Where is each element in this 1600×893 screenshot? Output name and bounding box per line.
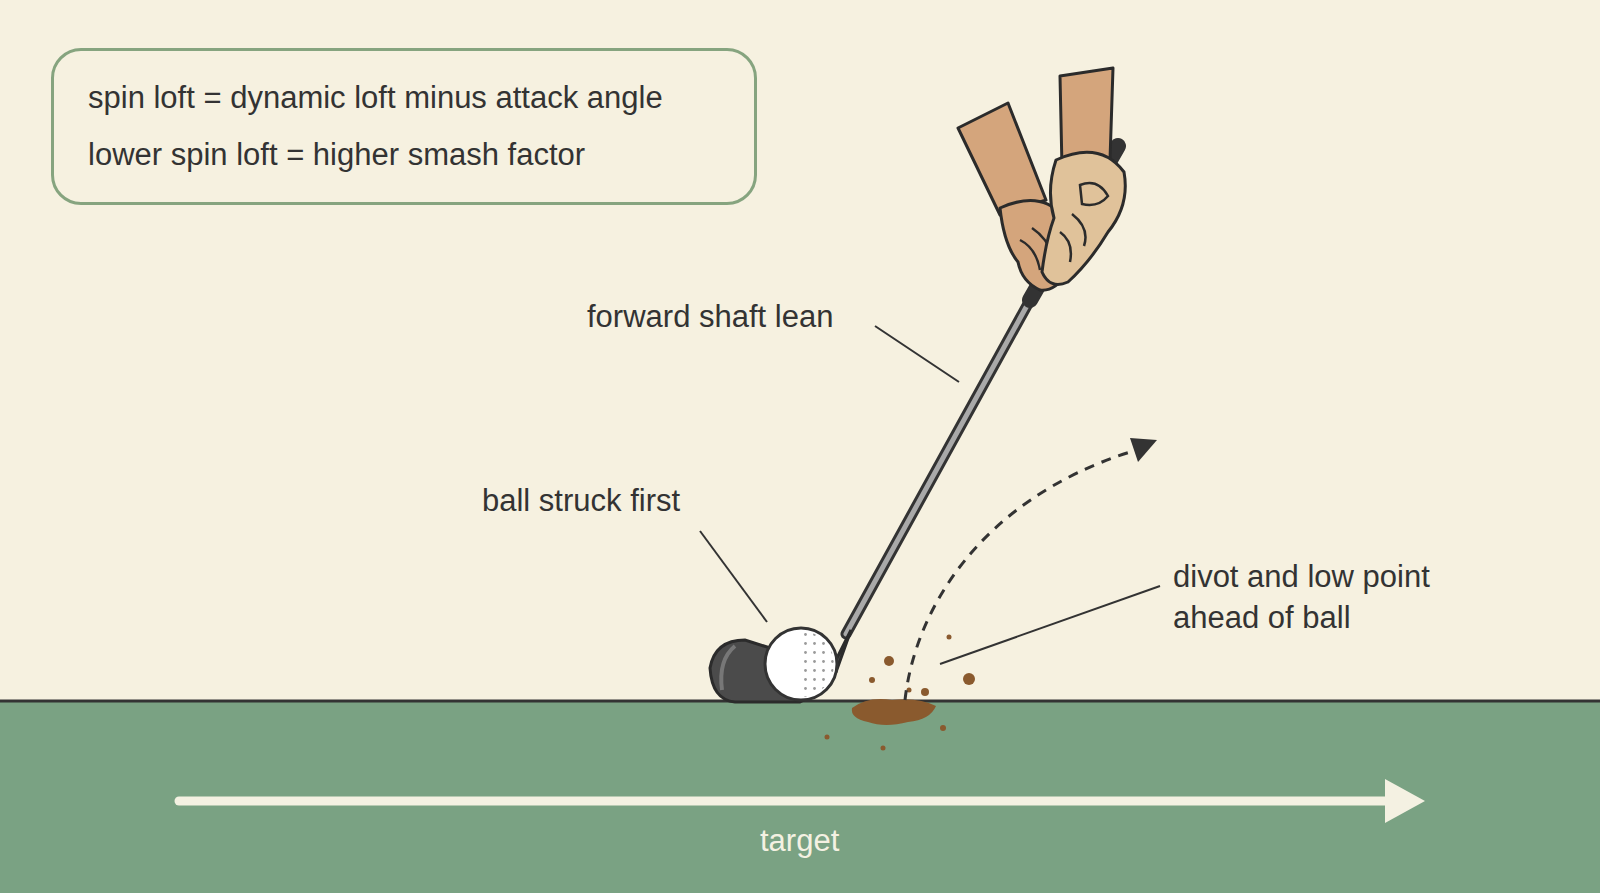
formula-text: lower spin loft = higher smash factor xyxy=(88,126,720,183)
debris xyxy=(947,635,952,640)
ball-flight-path xyxy=(905,452,1130,700)
info-box: spin loft = dynamic loft minus attack an… xyxy=(51,48,757,205)
target-arrow-shaft xyxy=(179,797,1395,806)
golf-ball xyxy=(765,628,837,700)
divot xyxy=(852,699,936,725)
debris xyxy=(963,673,975,685)
debris xyxy=(825,735,830,740)
target-label: target xyxy=(760,820,839,861)
club-head-highlight xyxy=(721,646,735,690)
debris xyxy=(921,688,929,696)
target-arrow-head xyxy=(1385,779,1425,823)
ball-flight-arrowhead xyxy=(1130,438,1157,462)
leader-line xyxy=(700,531,767,622)
leader-line xyxy=(940,586,1160,664)
callout-label: divot and low point ahead of ball xyxy=(1173,556,1503,638)
callout-label: forward shaft lean xyxy=(587,296,833,337)
callout-label: ball struck first xyxy=(482,480,680,521)
trail-forearm xyxy=(958,103,1046,215)
debris xyxy=(884,656,894,666)
glove-tab xyxy=(1080,183,1108,205)
ball-dimples xyxy=(800,631,834,697)
formula-text: spin loft = dynamic loft minus attack an… xyxy=(88,69,720,126)
debris xyxy=(869,677,875,683)
divot-debris xyxy=(825,635,976,751)
debris xyxy=(881,746,886,751)
glove-fingers xyxy=(1060,214,1086,262)
club-shaft xyxy=(846,282,1040,634)
ground xyxy=(0,701,1600,893)
club-shaft-outline xyxy=(846,282,1040,634)
leader-line xyxy=(875,326,959,382)
lead-glove xyxy=(1042,152,1125,284)
debris xyxy=(940,725,946,731)
